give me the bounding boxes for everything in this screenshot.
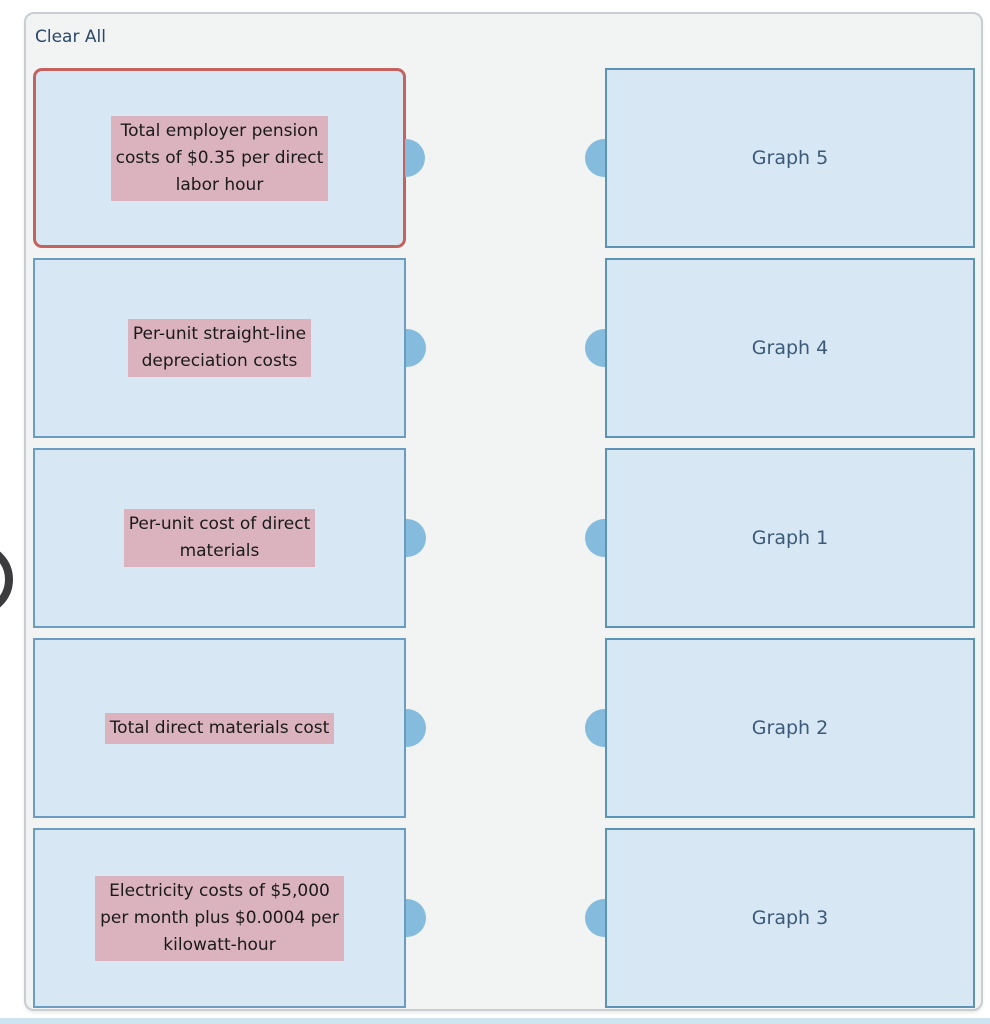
right-card-3-label: Graph 1 [751, 527, 829, 549]
right-card-2-label: Graph 4 [751, 337, 829, 359]
left-card-4[interactable]: Total direct materials cost [33, 638, 426, 818]
left-card-5-text: Electricity costs of $5,000 per month pl… [95, 875, 344, 961]
clear-all-button[interactable]: Clear All [35, 27, 106, 47]
bottom-edge-strip [0, 1018, 990, 1024]
left-card-3-connector-handle[interactable] [406, 519, 426, 557]
right-card-3[interactable]: Graph 1 [585, 448, 975, 628]
left-card-1[interactable]: Total employer pension costs of $0.35 pe… [33, 68, 425, 248]
right-card-1-connector-handle[interactable] [585, 139, 605, 177]
left-card-5-connector-handle[interactable] [406, 899, 426, 937]
right-card-1-label: Graph 5 [751, 147, 829, 169]
match-grid: Total employer pension costs of $0.35 pe… [33, 68, 975, 1008]
right-card-4[interactable]: Graph 2 [585, 638, 975, 818]
left-card-1-connector-handle[interactable] [405, 139, 425, 177]
right-card-2-connector-handle[interactable] [585, 329, 605, 367]
left-card-3[interactable]: Per-unit cost of direct materials [33, 448, 426, 628]
right-card-3-connector-handle[interactable] [585, 519, 605, 557]
left-card-3-text: Per-unit cost of direct materials [123, 509, 316, 567]
left-card-4-text: Total direct materials cost [104, 712, 335, 744]
left-card-2-text: Per-unit straight-line depreciation cost… [127, 319, 312, 377]
matching-panel: Clear All Total employer pension costs o… [24, 12, 983, 1011]
left-card-2[interactable]: Per-unit straight-line depreciation cost… [33, 258, 426, 438]
left-card-4-connector-handle[interactable] [406, 709, 426, 747]
left-card-5[interactable]: Electricity costs of $5,000 per month pl… [33, 828, 426, 1008]
partial-circle-artifact [0, 543, 13, 616]
right-card-5[interactable]: Graph 3 [585, 828, 975, 1008]
right-card-1[interactable]: Graph 5 [585, 68, 975, 248]
left-card-1-text: Total employer pension costs of $0.35 pe… [110, 115, 329, 201]
right-card-5-connector-handle[interactable] [585, 899, 605, 937]
right-card-5-label: Graph 3 [751, 907, 829, 929]
right-card-4-label: Graph 2 [751, 717, 829, 739]
right-card-2[interactable]: Graph 4 [585, 258, 975, 438]
left-card-2-connector-handle[interactable] [406, 329, 426, 367]
right-card-4-connector-handle[interactable] [585, 709, 605, 747]
